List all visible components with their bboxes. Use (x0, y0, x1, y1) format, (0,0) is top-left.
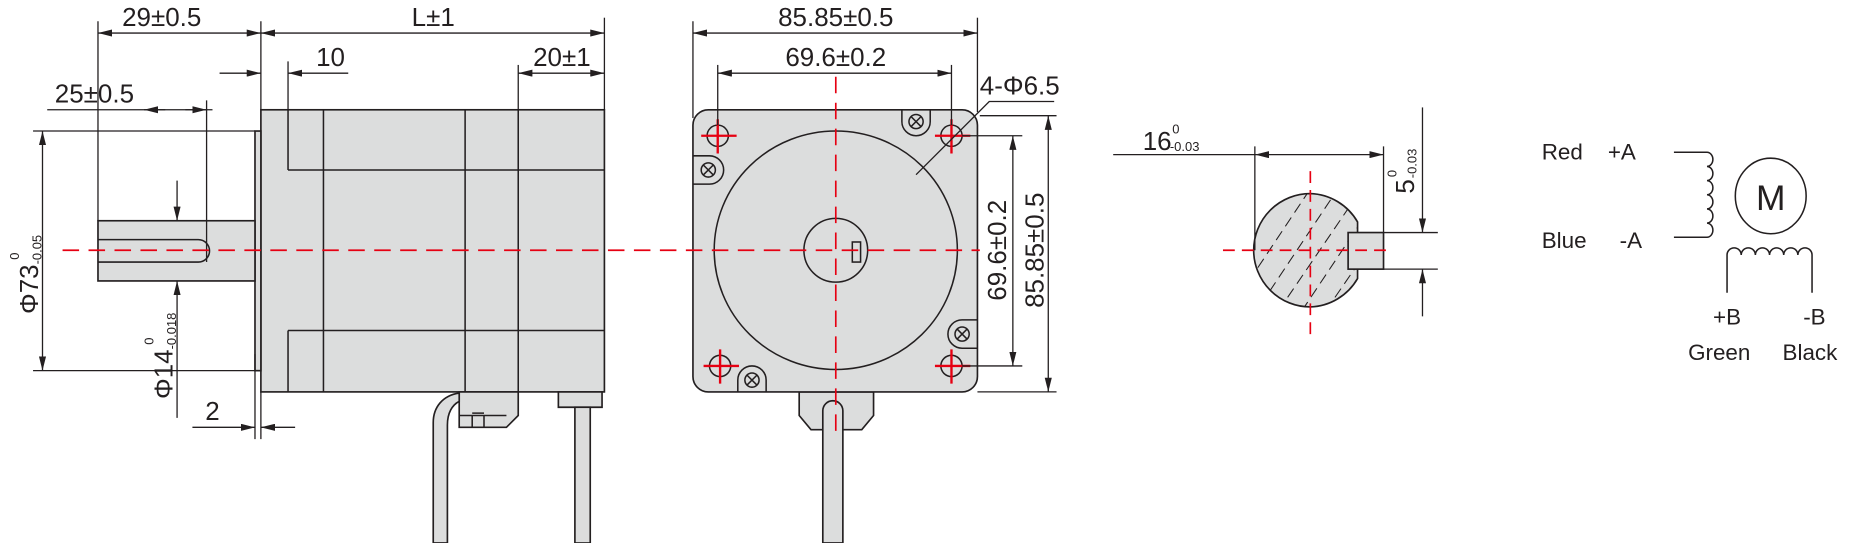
terminal-a-minus: -A (1620, 228, 1642, 253)
wire-a-minus-color: Blue (1542, 228, 1587, 253)
front-view: 85.85±0.5 69.6±0.2 4-Φ6.5 69.6±0.2 85.85… (692, 2, 1060, 543)
shaft-diameter-lower: -0.018 (164, 313, 179, 350)
pilot-depth-label: 2 (205, 396, 219, 426)
shaft-section: 16 0 -0.03 5 0 -0.03 (1113, 107, 1438, 337)
mount-holes-label: 4-Φ6.5 (980, 70, 1060, 100)
screw-tabs (692, 109, 978, 392)
mounting-holes (701, 119, 971, 384)
pilot-diameter-value: Φ73 (14, 264, 44, 314)
key-width-lower: -0.03 (1405, 149, 1420, 179)
screw-icon (692, 155, 725, 185)
terminal-b-minus: -B (1803, 305, 1825, 330)
hole-spacing-label: 69.6±0.2 (785, 42, 886, 72)
rear-cable (574, 406, 592, 543)
shaft-diameter-label: Φ14 0 -0.018 (141, 313, 178, 399)
wiring-diagram: Red +A Blue -A M +B -B Green Black (1542, 139, 1838, 365)
wire-a-plus-color: Red (1542, 139, 1583, 164)
flat-width-lower: -0.03 (1170, 139, 1200, 154)
front-flange-label: 10 (316, 42, 345, 72)
pilot-diameter-upper: 0 (7, 252, 22, 259)
keyway (97, 238, 211, 263)
screw-icon (737, 365, 767, 392)
key-width-value: 5 (1390, 179, 1420, 193)
screw-icon (947, 319, 978, 349)
body-length-label: L±1 (412, 2, 455, 32)
pilot-diameter-label: Φ73 0 -0.05 (7, 235, 44, 314)
section-dimension-lines (1113, 107, 1438, 317)
shaft-diameter-value: Φ14 (148, 349, 178, 399)
wire-b-minus-color: Black (1783, 340, 1839, 365)
pilot-diameter-lower: -0.05 (29, 235, 44, 265)
side-view: 29±0.5 L±1 10 20±1 25±0.5 2 Φ73 0 -0.05 … (7, 2, 606, 543)
key-width-label: 5 0 -0.03 (1385, 149, 1421, 194)
key-width-upper: 0 (1385, 170, 1400, 177)
coil-a-icon (1673, 151, 1714, 239)
flat-width-value: 16 (1143, 126, 1172, 156)
flat-width-upper: 0 (1172, 121, 1179, 136)
front-cable (821, 399, 844, 543)
wire-b-plus-color: Green (1688, 340, 1750, 365)
front-dimension-lines (692, 17, 1057, 393)
side-cable (432, 392, 461, 543)
frame-width-label: 85.85±0.5 (778, 2, 893, 32)
terminal-b-plus: +B (1713, 305, 1741, 330)
screw-icon (901, 109, 931, 137)
section-centerlines (1222, 171, 1393, 337)
side-connector (432, 391, 603, 543)
terminal-a-plus: +A (1608, 139, 1636, 164)
shaft-length-label: 29±0.5 (122, 2, 201, 32)
key-length-label: 25±0.5 (55, 79, 134, 109)
shaft-diameter-upper: 0 (141, 337, 156, 344)
motor-symbol-icon (1734, 157, 1807, 235)
frame-height-label: 85.85±0.5 (1020, 193, 1050, 308)
svg-text:Φ73: Φ73 (14, 264, 44, 314)
side-dimension-lines (33, 17, 606, 440)
hole-spacing-vertical-label: 69.6±0.2 (982, 200, 1012, 301)
body-section-lines (287, 109, 605, 392)
rear-section-label: 20±1 (533, 42, 591, 72)
shaft-key (851, 241, 862, 263)
flat-width-label: 16 0 -0.03 (1143, 121, 1200, 156)
motor-symbol-label: M (1756, 178, 1786, 218)
coil-b-icon (1726, 247, 1813, 293)
